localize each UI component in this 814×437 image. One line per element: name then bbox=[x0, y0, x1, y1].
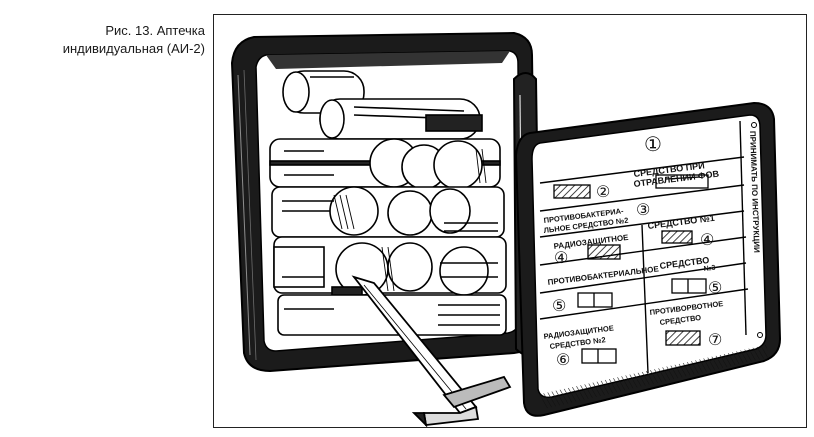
number-5-left: ⑤ bbox=[552, 298, 566, 315]
number-4-left: ④ bbox=[554, 250, 568, 267]
number-1: ① bbox=[644, 134, 662, 156]
number-7: ⑦ bbox=[708, 332, 722, 349]
first-aid-kit-illustration: ① ② ③ ④ ④ ⑤ ⑤ ⑥ ⑦ СРЕДСТВО ПРИ ОТРАВЛЕНИ… bbox=[213, 14, 807, 428]
ampoule-symbols bbox=[553, 174, 709, 364]
label-n3: №3 bbox=[703, 264, 716, 273]
side-instruction-text: ПРИНИМАТЬ ПО ИНСТРУКЦИИ bbox=[748, 131, 761, 253]
lid-rivets bbox=[751, 122, 763, 338]
figure-caption: Рис. 13. Аптечка индивидуальная (АИ-2) bbox=[0, 22, 205, 58]
number-4-right: ④ bbox=[700, 232, 714, 249]
ampoule-tubes bbox=[269, 70, 507, 336]
tube-shading bbox=[333, 148, 487, 292]
number-5-right: ⑤ bbox=[708, 280, 722, 297]
number-3: ③ bbox=[636, 202, 650, 219]
number-6: ⑥ bbox=[556, 352, 570, 369]
panel-numbers: ① ② ③ ④ ④ ⑤ ⑤ ⑥ ⑦ bbox=[552, 134, 722, 369]
caption-line-2: индивидуальная (АИ-2) bbox=[62, 41, 205, 56]
pull-tab bbox=[351, 275, 512, 427]
caption-line-1: Рис. 13. Аптечка bbox=[105, 23, 205, 38]
number-2: ② bbox=[596, 184, 610, 201]
instruction-panel bbox=[539, 120, 749, 374]
